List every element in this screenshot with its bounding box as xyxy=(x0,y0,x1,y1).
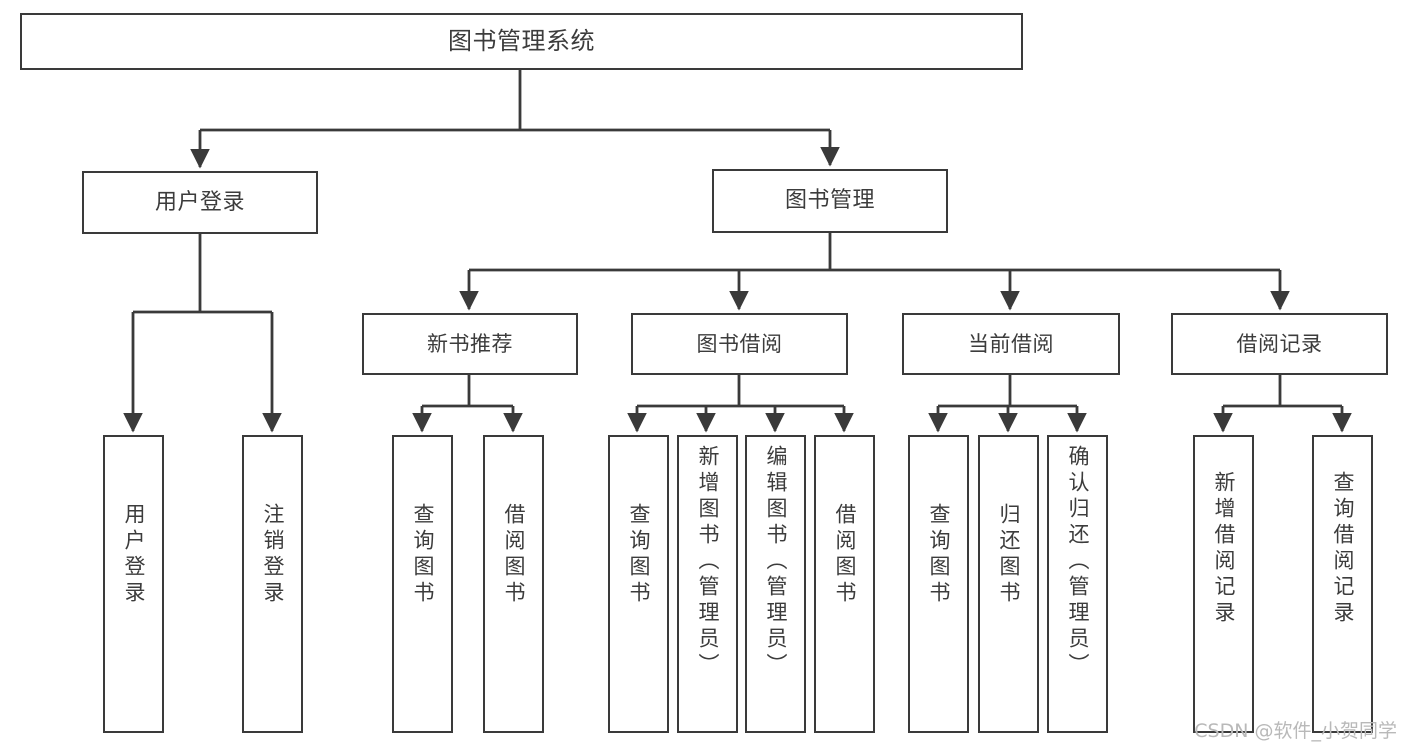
node-current-borrowing[interactable]: 当前借阅 xyxy=(902,313,1120,375)
leaf-query-book-borrowing[interactable]: 查询图书 xyxy=(608,435,669,733)
node-label: 借阅图书 xyxy=(833,503,857,607)
node-label: 新增借阅记录 xyxy=(1212,471,1236,627)
leaf-borrow-book-newbook[interactable]: 借阅图书 xyxy=(483,435,544,733)
node-label: 新增图书（管理员） xyxy=(696,445,720,679)
leaf-query-borrow-record[interactable]: 查询借阅记录 xyxy=(1312,435,1373,733)
node-label: 借阅记录 xyxy=(1236,331,1323,356)
csdn-watermark: CSDN @软件_小贺同学 xyxy=(1194,720,1397,742)
leaf-return-book[interactable]: 归还图书 xyxy=(978,435,1039,733)
leaf-query-book-current[interactable]: 查询图书 xyxy=(908,435,969,733)
leaf-edit-book-admin[interactable]: 编辑图书（管理员） xyxy=(745,435,806,733)
node-label: 图书管理系统 xyxy=(448,26,595,55)
leaf-query-book-newbook[interactable]: 查询图书 xyxy=(392,435,453,733)
node-label: 用户登录 xyxy=(122,503,146,607)
node-label: 编辑图书（管理员） xyxy=(764,445,788,679)
node-label: 查询图书 xyxy=(927,503,951,607)
node-label: 查询借阅记录 xyxy=(1331,471,1355,627)
leaf-logout[interactable]: 注销登录 xyxy=(242,435,303,733)
node-label: 用户登录 xyxy=(154,189,245,215)
node-user-login[interactable]: 用户登录 xyxy=(82,171,318,234)
node-book-management[interactable]: 图书管理 xyxy=(712,169,948,233)
node-label: 注销登录 xyxy=(261,503,285,607)
node-label: 借阅图书 xyxy=(502,503,526,607)
node-label: 图书管理 xyxy=(784,188,875,214)
leaf-borrow-book-borrowing[interactable]: 借阅图书 xyxy=(814,435,875,733)
leaf-add-borrow-record[interactable]: 新增借阅记录 xyxy=(1193,435,1254,733)
node-label: 当前借阅 xyxy=(968,331,1054,356)
leaf-confirm-return-admin[interactable]: 确认归还（管理员） xyxy=(1047,435,1108,733)
node-label: 查询图书 xyxy=(627,503,651,607)
node-root-book-management-system[interactable]: 图书管理系统 xyxy=(20,13,1023,70)
node-label: 查询图书 xyxy=(411,503,435,607)
node-borrowing-records[interactable]: 借阅记录 xyxy=(1171,313,1388,375)
node-label: 确认归还（管理员） xyxy=(1066,445,1090,679)
node-label: 归还图书 xyxy=(997,503,1021,607)
leaf-add-book-admin[interactable]: 新增图书（管理员） xyxy=(677,435,738,733)
node-book-borrowing[interactable]: 图书借阅 xyxy=(631,313,848,375)
node-label: 图书借阅 xyxy=(696,331,783,356)
leaf-user-login[interactable]: 用户登录 xyxy=(103,435,164,733)
node-new-book-recommendation[interactable]: 新书推荐 xyxy=(362,313,578,375)
node-label: 新书推荐 xyxy=(427,331,513,356)
